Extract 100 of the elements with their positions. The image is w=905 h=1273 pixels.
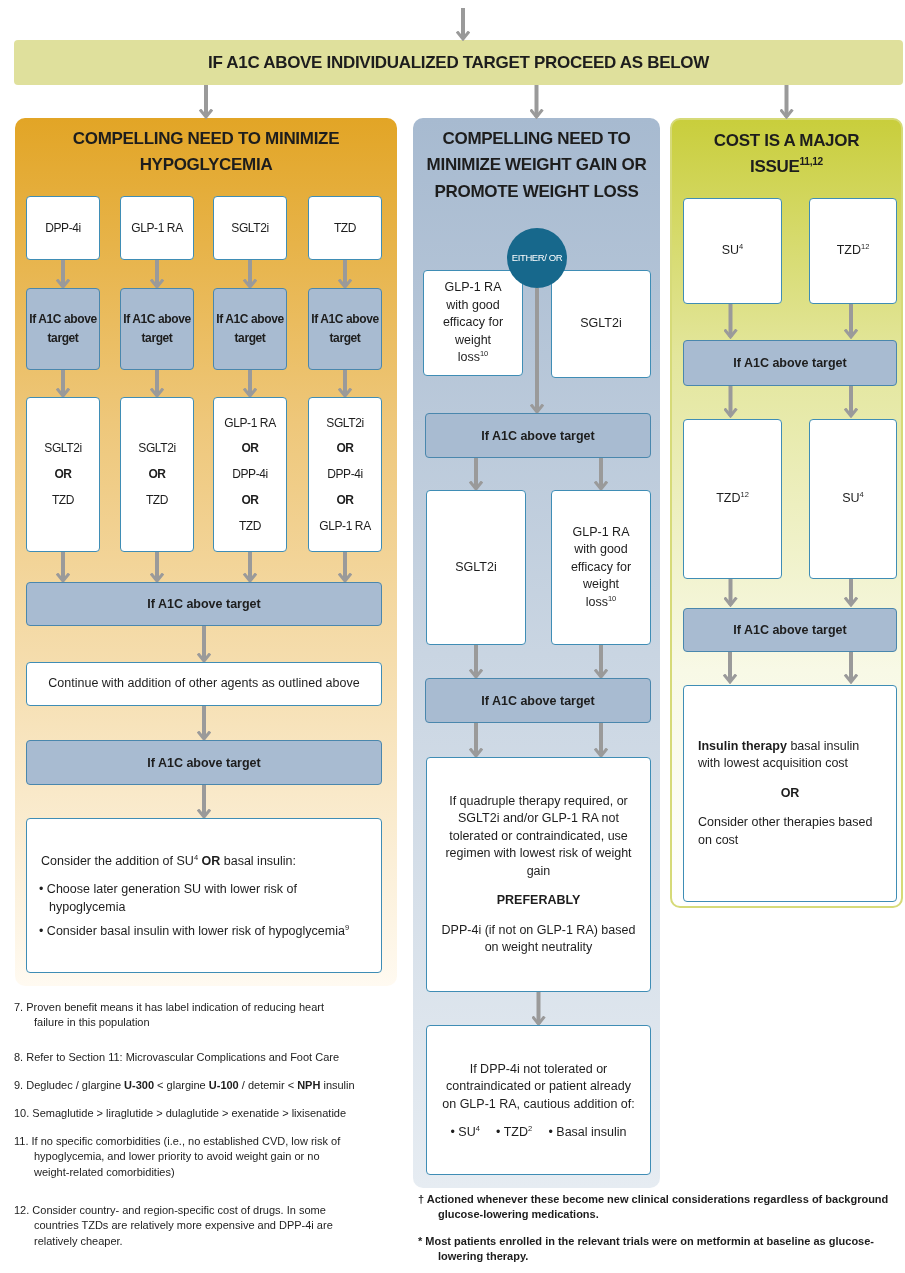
box-text: If A1C above target: [480, 692, 596, 710]
box-text: If A1C above target: [732, 622, 848, 639]
condition-box: [308, 288, 382, 370]
arrow: [529, 288, 545, 414]
therapy-box: [26, 662, 382, 706]
box-text: Consider the addition of SU$^{4}$ OR basal insulin:: [40, 851, 298, 870]
box-text: SGLT2i: [230, 219, 270, 237]
therapy-box: [308, 196, 382, 260]
therapy-box: [551, 270, 651, 378]
footnote: 11. If no specific comorbidities (i.e., no established CVD, low risk of hypoglycemia, and lower priority to avoid weight gain or no weight-related comorbidities): [14, 1134, 342, 1180]
condition-box: [683, 340, 897, 386]
arrow: [593, 645, 609, 679]
box-text: TZD: [50, 491, 76, 509]
arrow: [242, 552, 258, 583]
therapy-box: [213, 196, 287, 260]
arrow: [593, 723, 609, 758]
arrow: [337, 260, 353, 289]
arrow: [55, 260, 71, 289]
box-text: GLP-1 RA: [318, 517, 372, 535]
box-text: GLP-1 RA: [223, 414, 277, 432]
therapy-box: [426, 1025, 651, 1175]
box-text: Continue with addition of other agents as outlined above: [47, 675, 361, 693]
box-text: If A1C above target: [122, 310, 192, 347]
arrow: [149, 370, 165, 398]
category-panel: [15, 118, 397, 986]
arrow: [55, 552, 71, 583]
arrow: [455, 8, 471, 41]
box-text: SGLT2i: [579, 315, 623, 333]
box-text: If A1C above target: [215, 310, 285, 347]
arrow: [149, 260, 165, 289]
arrow: [843, 384, 859, 418]
arrow: [198, 85, 214, 119]
box-text: Insulin therapy basal insulin with lowest acquisition cost: [697, 737, 861, 773]
box-text: If A1C above target: [28, 310, 98, 347]
therapy-box: [551, 490, 651, 645]
bullet-item: • TZD$^{2}$: [496, 1123, 534, 1142]
condition-box: [683, 608, 897, 652]
banner-heading: IF A1C ABOVE INDIVIDUALIZED TARGET PROCEED AS BELOW: [208, 52, 709, 73]
box-text: SU$^{4}$: [841, 489, 865, 508]
box-text: DPP-4i: [326, 466, 364, 484]
condition-box: [120, 288, 194, 370]
footnote: † Actioned whenever these become new clinical considerations regardless of background glucose-lowering medications.: [418, 1192, 890, 1223]
therapy-box: [26, 196, 100, 260]
footnote: * Most patients enrolled in the relevant trials were on metformin at baseline as glucose-lowering therapy.: [418, 1234, 875, 1265]
box-text: GLP-1 RA with good efficacy for weight loss$^{10}$: [441, 279, 505, 367]
category-panel: [670, 118, 903, 908]
footnote: 9. Degludec / glargine U-300 < glargine U-100 / detemir < NPH insulin: [14, 1078, 356, 1093]
bullet-item: • Basal insulin: [548, 1124, 627, 1142]
or-label: OR: [779, 784, 801, 802]
box-text: SGLT2i: [454, 558, 498, 576]
therapy-box: [26, 818, 382, 973]
arrow: [593, 458, 609, 491]
box-text: DPP-4i: [231, 466, 269, 484]
or-label: OR: [147, 466, 167, 484]
arrow: [149, 552, 165, 583]
arrow: [723, 577, 738, 607]
box-text: TZD: [332, 219, 358, 237]
arrow: [723, 302, 738, 339]
arrow: [722, 650, 738, 684]
bullet-item: • SU$^{4}$: [450, 1123, 481, 1142]
box-text: If A1C above target: [310, 310, 380, 347]
arrow: [55, 370, 71, 398]
box-text: If quadruple therapy required, or SGLT2i and/or GLP-1 RA not tolerated or contraindicated, use regimen with lowest risk of weight gain: [444, 792, 633, 880]
condition-box: [26, 740, 382, 785]
bullet-item: • Choose later generation SU with lower risk of hypoglycemia: [39, 881, 298, 917]
or-label: OR: [53, 466, 73, 484]
arrow: [468, 723, 484, 758]
arrow: [468, 458, 484, 491]
condition-box: [425, 678, 651, 723]
box-text: SGLT2i: [325, 414, 365, 432]
arrow: [843, 650, 859, 684]
category-panel: [413, 118, 660, 1188]
therapy-box: [683, 419, 782, 579]
arrow: [242, 370, 258, 398]
box-text: DPP-4i: [44, 219, 82, 237]
box-text: TZD: [237, 517, 263, 535]
therapy-box: [683, 198, 782, 304]
box-text: SGLT2i: [137, 440, 177, 458]
box-text: If A1C above target: [480, 427, 596, 445]
box-text: GLP-1 RA: [130, 219, 184, 237]
therapy-box: [809, 198, 897, 304]
arrow: [843, 302, 859, 339]
or-label: OR: [335, 491, 355, 509]
header-banner: [14, 40, 903, 85]
condition-box: [26, 582, 382, 626]
box-text: If A1C above target: [732, 355, 848, 372]
panel-heading: COMPELLING NEED TO MINIMIZE WEIGHT GAIN OR PROMOTE WEIGHT LOSS: [425, 128, 648, 203]
arrow: [337, 370, 353, 398]
footnote: 10. Semaglutide > liraglutide > dulaglutide > exenatide > lixisenatide: [14, 1106, 348, 1121]
box-text: If A1C above target: [146, 596, 262, 613]
box-text: GLP-1 RA with good efficacy for weight loss$^{10}$: [569, 523, 633, 611]
bullet-item: • Consider basal insulin with lower risk of hypoglycemia$^{9}$: [39, 922, 351, 941]
box-text: TZD$^{12}$: [715, 489, 750, 508]
either-or-circle: [507, 228, 567, 288]
therapy-box: [809, 419, 897, 579]
therapy-box: [26, 397, 100, 552]
therapy-box: [213, 397, 287, 552]
footnote: 7. Proven benefit means it has label indication of reducing heart failure in this population: [14, 1000, 326, 1031]
box-text: EITHER/ OR: [510, 251, 564, 265]
therapy-box: [120, 397, 194, 552]
